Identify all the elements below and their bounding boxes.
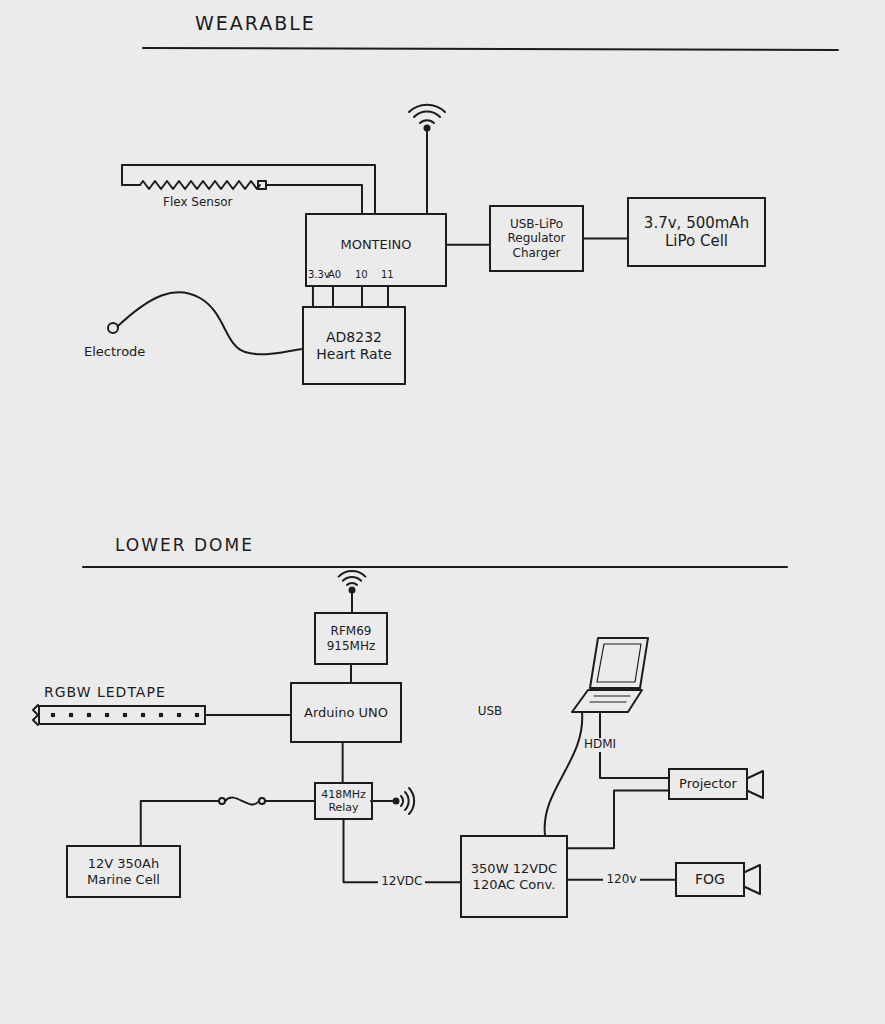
- node-text: FOG: [695, 871, 725, 888]
- led-tape: RGBW LEDTAPE: [38, 705, 206, 725]
- pin-name: 3.3v: [308, 269, 330, 281]
- relay-box: 418MHz Relay: [314, 782, 373, 820]
- wire-label: 12VDC: [378, 875, 425, 889]
- wire: [206, 714, 290, 716]
- wire: [568, 790, 668, 848]
- node-text: 350W 12VDC 120AC Conv.: [466, 861, 562, 892]
- wireless-symbol: [371, 788, 414, 814]
- wire-label: 120v: [603, 873, 639, 887]
- node-text: 3.7v, 500mAh LiPo Cell: [633, 214, 760, 250]
- projector-box: Projector: [668, 768, 748, 800]
- wire: [584, 238, 627, 240]
- radio-box: RFM69 915MHz: [314, 612, 388, 665]
- node-text: USB-LiPo Regulator Charger: [495, 217, 578, 260]
- section-underline: [143, 48, 838, 50]
- battery-box: 3.7v, 500mAh LiPo Cell: [627, 197, 766, 267]
- charger-box: USB-LiPo Regulator Charger: [489, 205, 584, 272]
- sensor-box: AD8232 Heart Rate: [302, 306, 406, 385]
- power-cord: [545, 712, 583, 835]
- fog-machine-box: FOG: [675, 862, 745, 897]
- wire: [344, 820, 461, 882]
- fog-nozzle: [745, 865, 760, 894]
- fuse-symbol: [205, 790, 279, 810]
- pin-name: 10: [355, 269, 368, 281]
- node-text: RFM69 915MHz: [320, 624, 382, 653]
- part-label: Electrode: [84, 345, 145, 360]
- wire: [447, 244, 489, 246]
- pin-name: A0: [328, 269, 341, 281]
- flex-sensor: [122, 165, 375, 213]
- battery-box: 12V 350Ah Marine Cell: [66, 845, 181, 898]
- node-text: MONTEINO: [340, 237, 411, 253]
- node-text: 418MHz Relay: [320, 788, 367, 814]
- signal-name: USB: [475, 705, 506, 719]
- node-text: Arduino UNO: [304, 705, 388, 721]
- pin-wires: [333, 287, 388, 306]
- node-text: Projector: [679, 776, 737, 792]
- antenna-symbol: [339, 571, 366, 612]
- antenna-symbol: [409, 105, 445, 213]
- pin-name: 11: [381, 269, 394, 281]
- signal-name: HDMI: [581, 738, 619, 752]
- section-underline: [83, 566, 787, 568]
- node-text: 12V 350Ah Marine Cell: [72, 856, 175, 887]
- node-text: AD8232 Heart Rate: [308, 329, 400, 363]
- section-heading: LOWER DOME: [115, 536, 254, 556]
- part-label: Flex Sensor: [163, 196, 232, 210]
- laptop-icon: [572, 638, 648, 712]
- projector-lens: [748, 771, 763, 798]
- section-heading: WEARABLE: [195, 13, 316, 35]
- wire: [342, 743, 344, 782]
- microcontroller-box: Arduino UNO: [290, 682, 402, 743]
- inverter-box: 350W 12VDC 120AC Conv.: [460, 835, 568, 918]
- node-text: RGBW LEDTAPE: [44, 684, 166, 701]
- wire: [350, 665, 352, 682]
- wire: [312, 287, 314, 306]
